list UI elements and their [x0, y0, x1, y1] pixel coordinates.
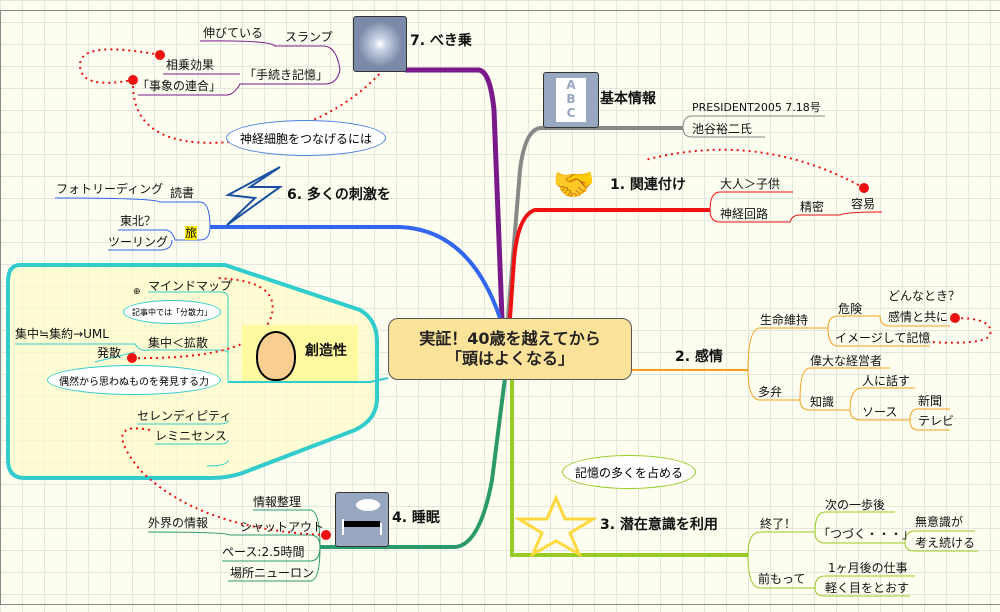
node-synergy[interactable]: 相乗効果	[166, 58, 215, 72]
galaxy-icon	[353, 16, 407, 72]
node-survival[interactable]: 生命維持	[760, 313, 809, 327]
node-author[interactable]: 池谷裕二氏	[692, 122, 753, 136]
expand-icon[interactable]: ⊕	[133, 287, 141, 297]
node-growing[interactable]: 伸びている	[203, 26, 264, 40]
callout-text: 偶然から思わぬものを発見する力	[59, 376, 209, 388]
branch-5	[228, 377, 389, 383]
branch-basic	[506, 126, 683, 319]
node-mind-map[interactable]: マインドマップ	[148, 279, 233, 293]
node-great-manager[interactable]: 偉大な経営者	[810, 354, 883, 368]
node-source[interactable]: PRESIDENT2005 7.18号	[692, 101, 821, 114]
topic-7[interactable]: 7. べき乗	[410, 33, 472, 49]
node-focus-diverge[interactable]: 集中＜拡散	[148, 336, 209, 350]
callout-connect-neurons: 神経細胞をつなげるには	[226, 120, 386, 156]
node-place-neuron[interactable]: 場所ニューロン	[230, 566, 315, 580]
central-topic[interactable]: 実証！40歳を越えてから「頭はよくなる」	[388, 318, 632, 380]
topic-6[interactable]: 6. 多くの刺激を	[287, 187, 391, 203]
topic-creativity[interactable]: 創造性	[305, 343, 347, 359]
node-knowledge[interactable]: 知識	[810, 395, 835, 409]
node-divergence[interactable]: 発散	[97, 346, 122, 360]
branch-4	[320, 377, 507, 549]
callout-serendipity: 偶然から思わぬものを発見する力	[47, 365, 221, 395]
node-external-info[interactable]: 外界の情報	[148, 516, 209, 530]
node-tv[interactable]: テレビ	[918, 414, 955, 428]
node-precise[interactable]: 精密	[800, 200, 825, 214]
node-beforehand[interactable]: 前もって	[758, 572, 806, 586]
node-keep-thinking[interactable]: 考え続ける	[915, 536, 976, 550]
star-icon	[515, 495, 597, 557]
node-when[interactable]: どんなとき？	[888, 289, 961, 303]
central-topic-line1: 実証！40歳を越えてから	[419, 329, 601, 348]
node-photoreading[interactable]: フォトリーディング	[56, 182, 164, 196]
relationship-links	[78, 48, 992, 536]
node-danger[interactable]: 危険	[838, 302, 863, 316]
branch-6	[210, 225, 502, 319]
branch-7	[405, 67, 505, 319]
callout-divergence: 記事中では「分散力」	[123, 300, 221, 324]
topic-2[interactable]: 2. 感情	[675, 349, 723, 365]
node-shut-out[interactable]: シャットアウト	[240, 520, 325, 534]
node-continued[interactable]: 「つづく・・・」	[818, 527, 915, 541]
callout-text: 神経細胞をつなげるには	[239, 131, 372, 146]
handshake-icon: 🤝	[552, 165, 596, 205]
topic-basic-info[interactable]: 基本情報	[600, 91, 656, 107]
node-finished[interactable]: 終了！	[760, 517, 797, 531]
node-tell-people[interactable]: 人に話す	[862, 374, 911, 388]
topic-3[interactable]: 3. 潜在意識を利用	[600, 517, 718, 533]
node-focus-uml[interactable]: 集中≒集約→UML	[15, 327, 109, 341]
topic-4[interactable]: 4. 睡眠	[392, 510, 440, 526]
central-topic-line2: 「頭はよくなる」	[445, 349, 574, 368]
callout-text: 記憶の多くを占める	[574, 465, 683, 480]
node-easy[interactable]: 容易	[851, 197, 876, 211]
node-event-association[interactable]: 「事象の連合」	[137, 79, 222, 93]
node-serendipity[interactable]: セレンディピティ	[137, 409, 232, 423]
node-next-step[interactable]: 次の一歩後	[825, 498, 886, 512]
node-image-memory[interactable]: イメージして記憶	[835, 331, 931, 345]
node-with-emotion[interactable]: 感情と共に	[888, 310, 949, 324]
node-travel[interactable]: 旅	[185, 226, 198, 240]
node-pace[interactable]: ペース:2.5時間	[222, 545, 305, 559]
branch-3	[510, 378, 748, 557]
thinking-head-icon	[242, 325, 358, 381]
node-newspaper[interactable]: 新聞	[918, 394, 943, 408]
callout-memory-majority: 記憶の多くを占める	[562, 455, 696, 489]
node-reading[interactable]: 読書	[170, 186, 195, 200]
node-tohoku[interactable]: 東北？	[120, 214, 157, 228]
node-sources[interactable]: ソース	[862, 405, 898, 419]
node-talkative[interactable]: 多弁	[758, 385, 783, 399]
node-neural-circuit[interactable]: 神経回路	[720, 207, 769, 221]
node-skim[interactable]: 軽く目をとおす	[825, 581, 910, 595]
canvas-frame	[0, 10, 1000, 605]
node-organize-info[interactable]: 情報整理	[253, 495, 302, 509]
sleep-bed-icon	[335, 492, 389, 547]
node-unconsciously[interactable]: 無意識が	[915, 515, 964, 529]
callout-text: 記事中では「分散力」	[132, 307, 212, 317]
node-reminiscence[interactable]: レミニセンス	[155, 429, 227, 443]
node-touring[interactable]: ツーリング	[108, 235, 169, 249]
node-adult-child[interactable]: 大人＞子供	[720, 177, 781, 191]
branch-1	[508, 208, 710, 319]
node-procedural-memory[interactable]: 「手続き記憶」	[244, 68, 329, 82]
topic-1[interactable]: 1. 関連付け	[610, 177, 686, 193]
node-slump[interactable]: スランプ	[285, 30, 333, 44]
link-endpoints	[127, 50, 960, 540]
node-month-later-work[interactable]: 1ヶ月後の仕事	[828, 561, 908, 575]
lightning-icon	[225, 166, 284, 226]
